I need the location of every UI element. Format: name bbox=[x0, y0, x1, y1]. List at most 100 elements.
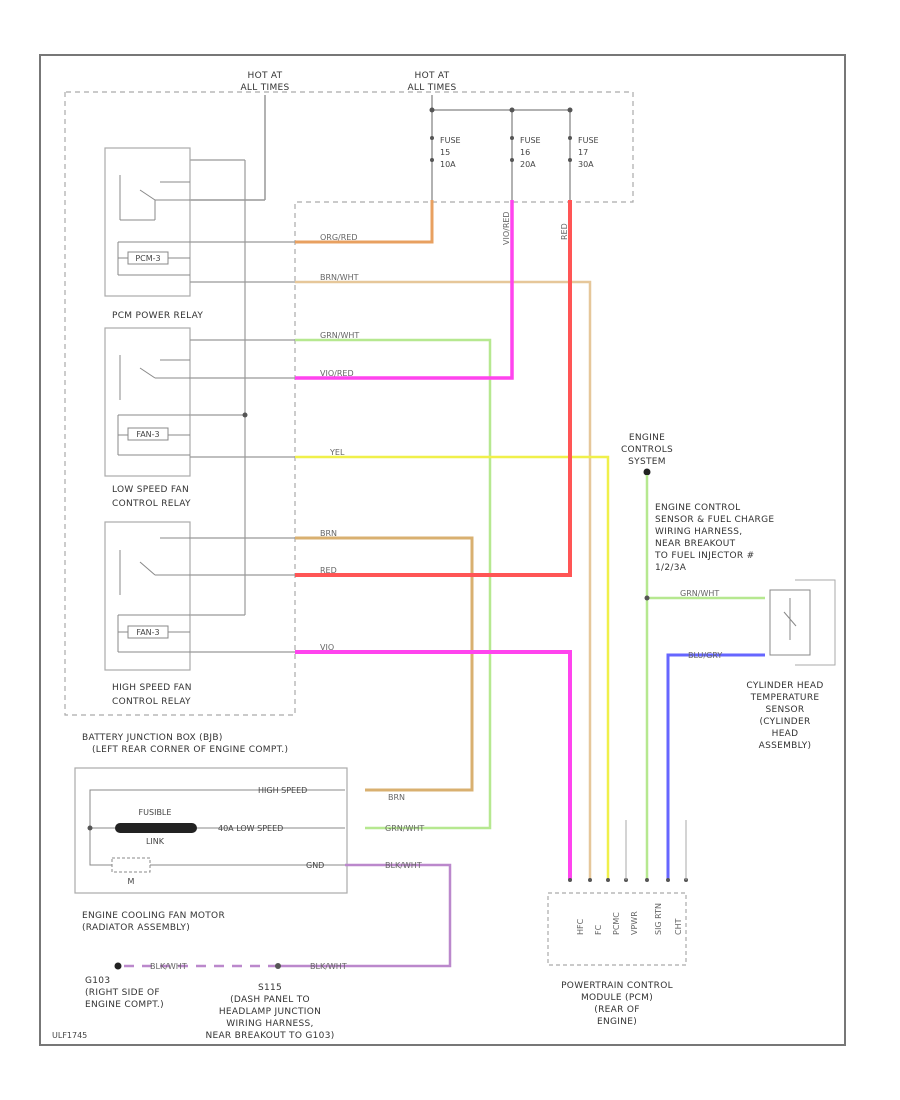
wire-red bbox=[295, 200, 572, 577]
wire-brn bbox=[295, 536, 474, 792]
s115-id: S115 bbox=[258, 983, 282, 993]
motor-low-speed: 40A LOW SPEED bbox=[218, 824, 283, 833]
ecs-3: WIRING HARNESS, bbox=[655, 527, 742, 537]
bjb-label-2: (LEFT REAR CORNER OF ENGINE COMPT.) bbox=[92, 745, 288, 755]
fuse-labels: FUSE 15 10A FUSE 16 20A FUSE 17 30A bbox=[440, 136, 599, 169]
wire-label-org-red: ORG/RED bbox=[320, 233, 358, 242]
fuse15-l2: 15 bbox=[440, 148, 450, 157]
fuse17-l3: 30A bbox=[578, 160, 594, 169]
g103-desc-1: (RIGHT SIDE OF bbox=[85, 988, 160, 998]
bjb-outline bbox=[64, 91, 634, 716]
relay-high-speed: FAN-3 HIGH SPEED FAN CONTROL RELAY bbox=[104, 521, 192, 707]
low-coil-label: FAN-3 bbox=[136, 430, 159, 439]
engine-control-sensor-label: ENGINE CONTROL SENSOR & FUEL CHARGE WIRI… bbox=[654, 503, 774, 573]
wire-brn-wht bbox=[295, 280, 592, 880]
hot-label-right-1: HOT AT bbox=[415, 71, 450, 81]
splice-s115-dot bbox=[275, 963, 281, 969]
cht-3: SENSOR bbox=[766, 705, 805, 715]
low-relay-label-1: LOW SPEED FAN bbox=[112, 485, 189, 495]
ecs-4: NEAR BREAKOUT bbox=[655, 539, 736, 549]
hot-label-right-2: ALL TIMES bbox=[407, 83, 456, 93]
fuse15-l3: 10A bbox=[440, 160, 456, 169]
pcm-module bbox=[547, 820, 688, 966]
wire-label-yel: YEL bbox=[329, 448, 345, 457]
pcm-label-3: (REAR OF bbox=[594, 1005, 639, 1015]
bus-dot bbox=[242, 412, 248, 418]
ecs-1: ENGINE CONTROL bbox=[655, 503, 740, 513]
fuse15-l1: FUSE bbox=[440, 136, 461, 145]
pcm-pin-fc: FC bbox=[594, 924, 603, 935]
wire-label-grn-wht: GRN/WHT bbox=[320, 331, 359, 340]
fusible-label: FUSIBLE bbox=[139, 808, 172, 817]
fuse16-l3: 20A bbox=[520, 160, 536, 169]
pcm-label-4: ENGINE) bbox=[597, 1017, 637, 1027]
splice-dot bbox=[644, 595, 650, 601]
high-relay-label-1: HIGH SPEED FAN bbox=[112, 683, 192, 693]
cht-1: CYLINDER HEAD bbox=[746, 681, 823, 691]
wire-label-grn-wht2: GRN/WHT bbox=[680, 589, 719, 598]
wire-label-vio-red-vert: VIO/RED bbox=[502, 211, 511, 245]
engine-controls: ENGINE CONTROLS SYSTEM bbox=[621, 433, 673, 476]
wire-label-red-vert: RED bbox=[560, 223, 569, 240]
wire-label-grn-motor: GRN/WHT bbox=[385, 824, 424, 833]
wire-blk-wht bbox=[278, 863, 452, 968]
wire-label-brn-wht: BRN/WHT bbox=[320, 273, 359, 282]
pcm-pin-sigrtn: SIG RTN bbox=[654, 903, 663, 935]
cht-4: (CYLINDER bbox=[759, 717, 810, 727]
ecs-2: SENSOR & FUEL CHARGE bbox=[655, 515, 774, 525]
wire-blu-grey bbox=[666, 653, 765, 880]
fuse-dots bbox=[429, 107, 573, 162]
wire-vio bbox=[295, 650, 572, 880]
s115-desc-3: WIRING HARNESS, bbox=[226, 1019, 313, 1029]
footer-code: ULF1745 bbox=[52, 1031, 87, 1040]
high-coil-label: FAN-3 bbox=[136, 628, 159, 637]
relay-bus bbox=[190, 159, 246, 616]
cht-6: ASSEMBLY) bbox=[759, 741, 812, 751]
pcm-pin-labels: HFC FC PCMC VPWR SIG RTN CHT bbox=[576, 903, 683, 935]
s115-desc-2: HEADLAMP JUNCTION bbox=[219, 1007, 321, 1017]
wire-label-blk-wht: BLK/WHT bbox=[385, 861, 422, 870]
relay-low-speed: FAN-3 LOW SPEED FAN CONTROL RELAY bbox=[104, 327, 191, 509]
hot-label-left-2: ALL TIMES bbox=[240, 83, 289, 93]
wire-label-blk-wht-2: BLK/WHT bbox=[310, 962, 347, 971]
relay-pcm-power: PCM-3 PCM POWER RELAY bbox=[104, 147, 203, 321]
wire-label-vio: VIO bbox=[320, 643, 334, 652]
pcm-pin-vpwr: VPWR bbox=[630, 911, 639, 935]
low-relay-label-2: CONTROL RELAY bbox=[112, 499, 191, 509]
high-relay-label-2: CONTROL RELAY bbox=[112, 697, 191, 707]
s115-desc-4: NEAR BREAKOUT TO G103) bbox=[205, 1031, 334, 1041]
wire-label-brn-motor: BRN bbox=[388, 793, 405, 802]
ground-g103-dot bbox=[114, 962, 122, 970]
wire-grn-wht bbox=[295, 338, 492, 830]
ecs-6: 1/2/3A bbox=[655, 563, 687, 573]
fan-motor bbox=[74, 767, 348, 894]
wire-label-vio-red: VIO/RED bbox=[320, 369, 354, 378]
pcm-coil-label: PCM-3 bbox=[135, 254, 160, 263]
wire-label-blu-grey: BLU/GRY bbox=[688, 651, 722, 660]
hot-label-left-1: HOT AT bbox=[248, 71, 283, 81]
ecs-5: TO FUEL INJECTOR # bbox=[654, 551, 754, 561]
fuse16-l1: FUSE bbox=[520, 136, 541, 145]
wire-label-brn: BRN bbox=[320, 529, 337, 538]
wire-label-red: RED bbox=[320, 566, 337, 575]
g103-desc-2: ENGINE COMPT.) bbox=[85, 1000, 164, 1010]
motor-label-2: (RADIATOR ASSEMBLY) bbox=[82, 923, 190, 933]
cht-sensor bbox=[769, 579, 836, 666]
motor-high-speed: HIGH SPEED bbox=[258, 786, 307, 795]
wire-vio-red bbox=[295, 200, 514, 380]
fuse-bus bbox=[190, 95, 571, 201]
relay-grey-stubs bbox=[190, 241, 295, 653]
ec-label-2: CONTROLS bbox=[621, 445, 673, 455]
link-label: LINK bbox=[146, 837, 165, 846]
ec-label-3: SYSTEM bbox=[628, 457, 666, 467]
pcm-label-2: MODULE (PCM) bbox=[581, 993, 653, 1003]
motor-m: M bbox=[128, 877, 135, 886]
s115-desc-1: (DASH PANEL TO bbox=[230, 995, 310, 1005]
fuse17-l1: FUSE bbox=[578, 136, 599, 145]
cht-5: HEAD bbox=[772, 729, 799, 739]
pcm-label: POWERTRAIN CONTROL MODULE (PCM) (REAR OF… bbox=[561, 981, 673, 1027]
pcm-label-1: POWERTRAIN CONTROL bbox=[561, 981, 673, 991]
wire-yel bbox=[295, 455, 610, 880]
fuse17-l2: 17 bbox=[578, 148, 588, 157]
